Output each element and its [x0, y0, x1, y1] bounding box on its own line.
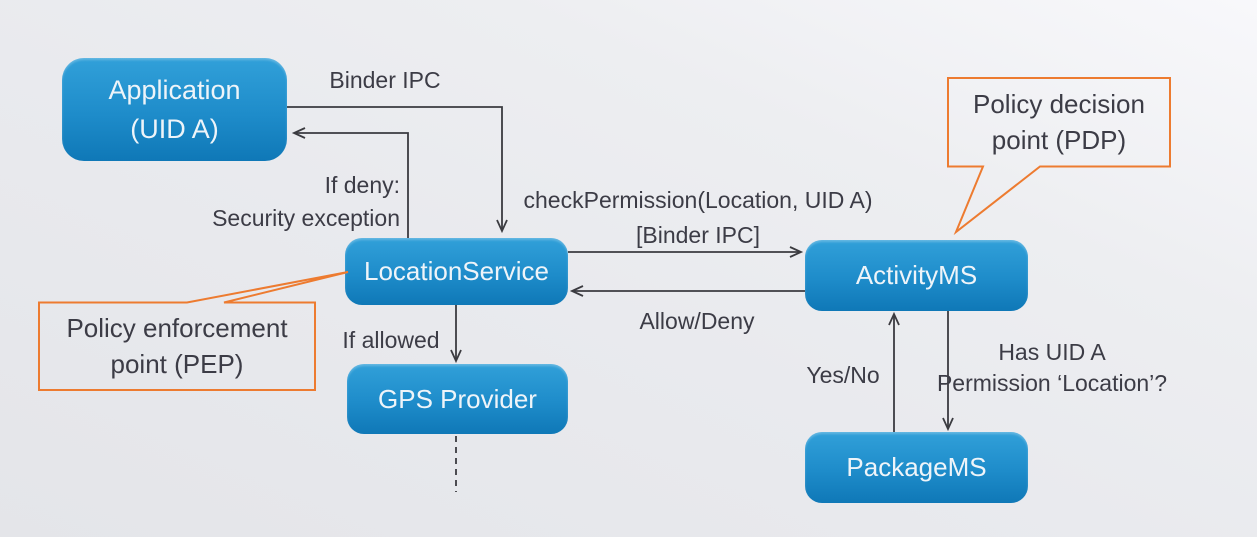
edge-label-check-permission: checkPermission(Location, UID A) [Binder…	[512, 183, 884, 253]
node-application-label-line2: (UID A)	[130, 113, 219, 144]
node-activity-ms-label: ActivityMS	[855, 260, 978, 290]
callout-pdp-line2: point (PDP)	[991, 125, 1127, 155]
callout-pep: Policy enforcement point (PEP)	[39, 302, 315, 390]
edge-label-if-deny-line1: If deny:	[324, 172, 400, 198]
edge-label-if-deny-line2: Security exception	[212, 205, 400, 231]
edge-label-has-permission-line2: Permission ‘Location’?	[936, 370, 1168, 396]
node-package-ms: PackageMS	[805, 432, 1028, 503]
node-application-label-line1: Application	[108, 74, 241, 105]
callout-pdp: Policy decision point (PDP)	[948, 78, 1170, 166]
node-location-service-label: LocationService	[364, 256, 549, 286]
callout-pep-line1: Policy enforcement	[66, 313, 288, 343]
node-gps-provider: GPS Provider	[347, 364, 568, 434]
edge-label-yes-no: Yes/No	[806, 362, 880, 388]
node-activity-ms: ActivityMS	[805, 240, 1028, 311]
edge-label-check-permission-line2: [Binder IPC]	[636, 222, 760, 248]
edge-label-if-allowed: If allowed	[342, 327, 440, 353]
edge-label-has-permission: Has UID A Permission ‘Location’?	[932, 337, 1172, 399]
edge-label-allow-deny: Allow/Deny	[639, 308, 755, 334]
node-gps-provider-label: GPS Provider	[378, 383, 537, 414]
callout-pep-line2: point (PEP)	[110, 349, 244, 379]
edge-label-if-deny: If deny: Security exception	[150, 169, 400, 235]
node-location-service: LocationService	[345, 238, 568, 305]
callout-pdp-line1: Policy decision	[973, 89, 1145, 119]
edge-label-check-permission-line1: checkPermission(Location, UID A)	[523, 187, 873, 213]
node-package-ms-label: PackageMS	[846, 452, 987, 482]
edge-label-has-permission-line1: Has UID A	[998, 339, 1106, 365]
edge-label-binder-ipc: Binder IPC	[329, 67, 441, 93]
node-application: Application (UID A)	[62, 58, 287, 161]
